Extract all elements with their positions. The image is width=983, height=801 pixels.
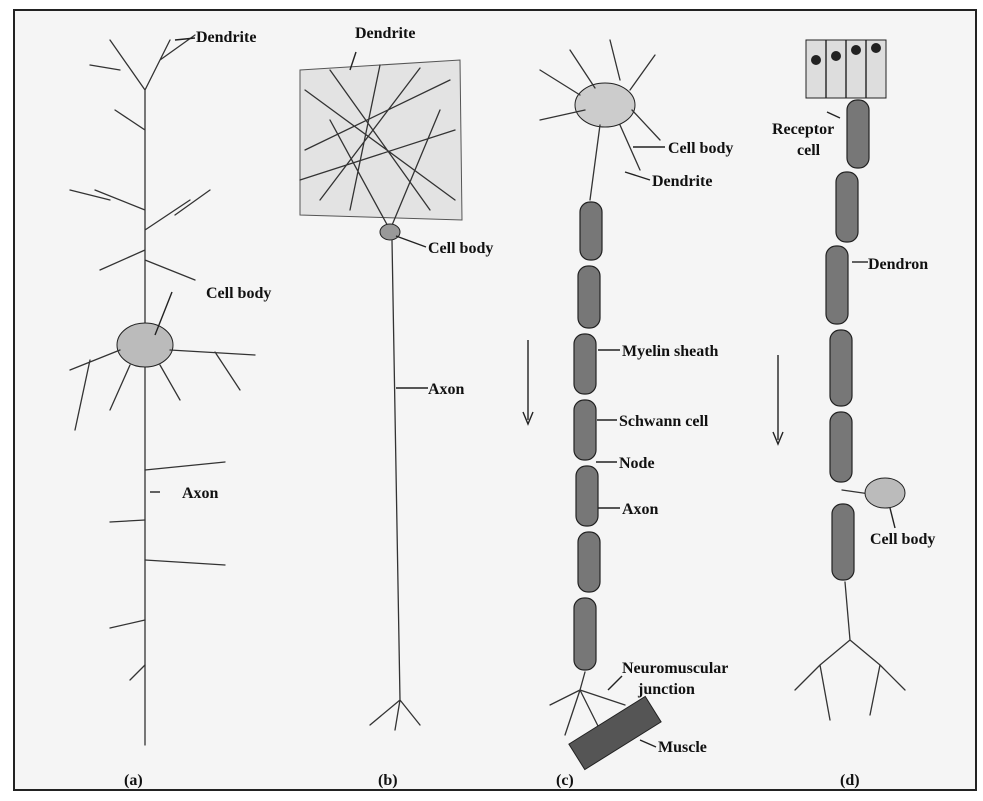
panel-d-label-cell-body: Cell body bbox=[870, 531, 935, 548]
panel-c-label-nmj-line1: Neuromuscular bbox=[622, 660, 728, 677]
panel-d-soma bbox=[865, 478, 905, 508]
panel-c-label-node: Node bbox=[619, 455, 655, 472]
panel-b-caption: (b) bbox=[378, 772, 398, 789]
panel-c-myelin-segment bbox=[578, 266, 600, 328]
panel-d-myelin-segment bbox=[847, 100, 869, 168]
panel-c-myelin-segment bbox=[580, 202, 602, 260]
panel-c-myelin-segment bbox=[574, 334, 596, 394]
panel-d-caption: (d) bbox=[840, 772, 860, 789]
panel-c-myelin-segment bbox=[574, 400, 596, 460]
panel-a-soma bbox=[117, 323, 173, 367]
panel-c-label-muscle: Muscle bbox=[658, 739, 707, 756]
panel-c-soma bbox=[575, 83, 635, 127]
panel-c-label-dendrite: Dendrite bbox=[652, 173, 712, 190]
panel-a-label-cell-body: Cell body bbox=[206, 285, 271, 302]
panel-c-myelin-segment bbox=[576, 466, 598, 526]
panel-c-caption: (c) bbox=[556, 772, 574, 789]
panel-d-myelin-segment bbox=[830, 412, 852, 482]
panel-d-myelin-segment bbox=[832, 504, 854, 580]
panel-d-label-dendron: Dendron bbox=[868, 256, 928, 273]
panel-a-label-axon: Axon bbox=[182, 485, 219, 502]
panel-c-label-axon: Axon bbox=[622, 501, 659, 518]
panel-c-label-cell-body: Cell body bbox=[668, 140, 733, 157]
panel-c-myelin-segment bbox=[578, 532, 600, 592]
panel-d-myelin-segment bbox=[826, 246, 848, 324]
panel-c-label-schwann-cell: Schwann cell bbox=[619, 413, 709, 430]
panel-d-myelin-segment bbox=[830, 330, 852, 406]
panel-c-label-nmj-line2: junction bbox=[637, 681, 695, 698]
panel-b-label-axon: Axon bbox=[428, 381, 465, 398]
panel-b-soma bbox=[380, 224, 400, 240]
panel-a-label-dendrite: Dendrite bbox=[196, 29, 256, 46]
panel-d-myelin-segment bbox=[836, 172, 858, 242]
panel-c-myelin-segment bbox=[574, 598, 596, 670]
panel-b-label-dendrite: Dendrite bbox=[355, 25, 415, 42]
panel-a-caption: (a) bbox=[124, 772, 143, 789]
panel-d-label-receptor-line1: Receptor bbox=[772, 121, 834, 138]
panel-b-label-cell-body: Cell body bbox=[428, 240, 493, 257]
panel-c-label-myelin-sheath: Myelin sheath bbox=[622, 343, 719, 360]
panel-d-label-receptor-line2: cell bbox=[797, 142, 821, 159]
